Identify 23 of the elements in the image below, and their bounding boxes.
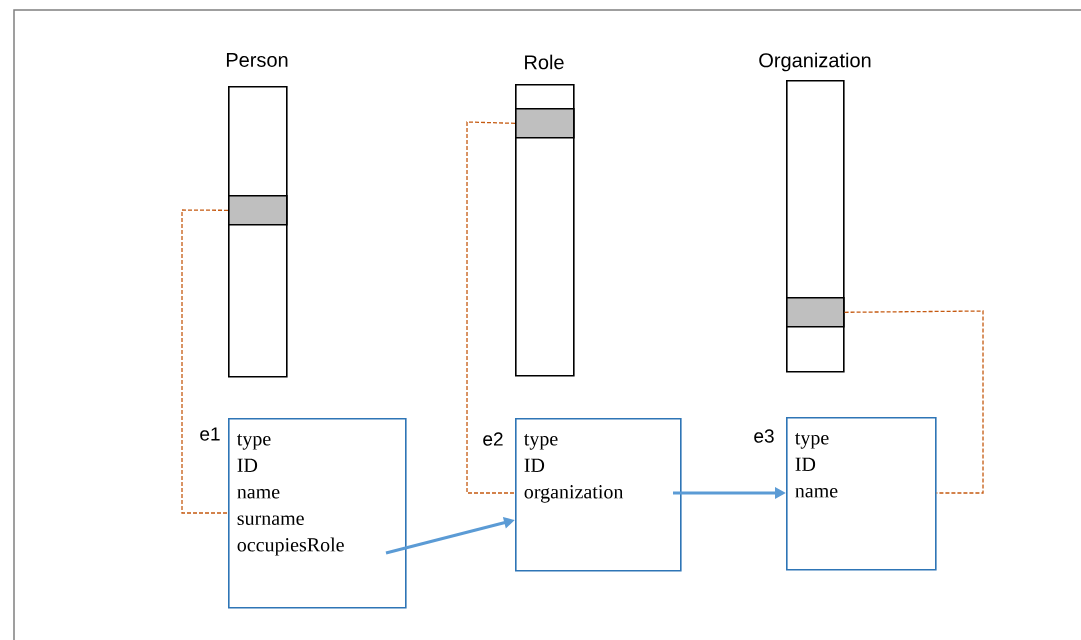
highlighted-cell <box>228 195 288 226</box>
record-heading: e2 <box>483 432 503 446</box>
column-title: Organization <box>759 52 871 72</box>
dashed-connector <box>843 310 984 494</box>
field-label: surname <box>237 515 304 526</box>
field-label: occupiesRole <box>237 537 344 556</box>
field-label: type <box>237 434 271 450</box>
highlighted-cell <box>515 108 575 139</box>
record-heading: e3 <box>754 429 774 443</box>
highlighted-cell <box>786 297 845 328</box>
field-label: ID <box>237 458 258 472</box>
field-label: type <box>795 433 829 449</box>
field-label: name <box>237 488 280 499</box>
field-label: ID <box>524 458 545 472</box>
record-heading: e1 <box>200 427 220 441</box>
dashed-connector <box>466 121 516 494</box>
dashed-connector <box>181 209 229 514</box>
field-label: name <box>795 487 838 498</box>
field-label: organization <box>524 485 624 503</box>
field-label: type <box>524 434 558 450</box>
column-title: Role <box>525 54 564 70</box>
field-label: ID <box>795 457 816 471</box>
column-title: Person <box>226 53 288 67</box>
